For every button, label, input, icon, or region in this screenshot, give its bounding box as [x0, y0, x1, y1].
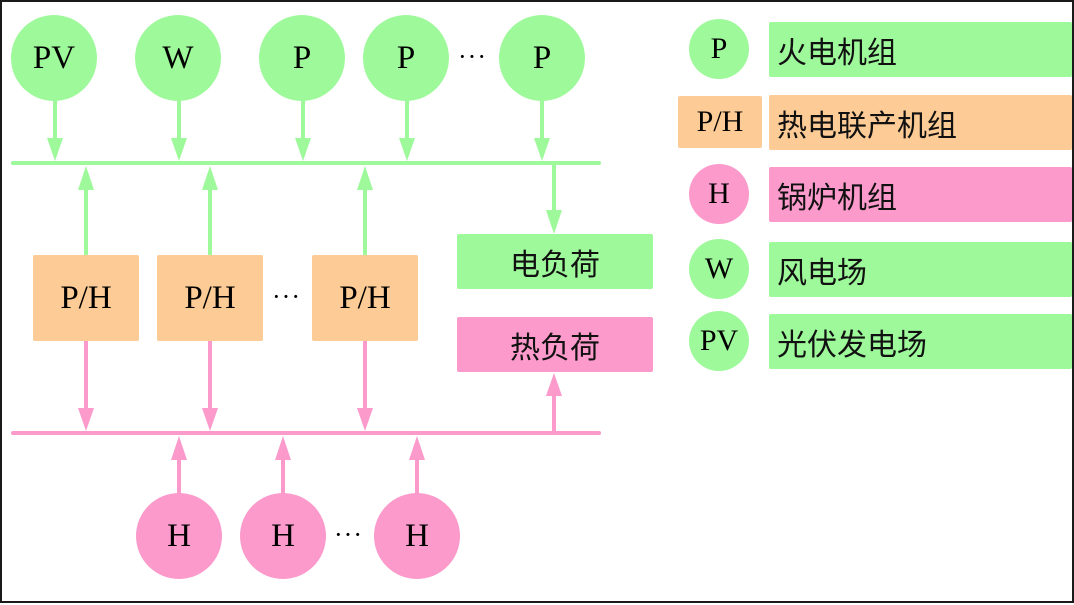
node-label: P — [532, 39, 552, 76]
pv-source-node: PV — [11, 15, 97, 101]
legend-symbol-text: H — [708, 177, 730, 210]
boiler-ellipsis: ··· — [334, 520, 363, 549]
boiler-node: H — [240, 493, 326, 579]
node-label: H — [167, 517, 191, 554]
source-to-bus-arrow — [171, 100, 187, 161]
legend-wind-symbol: W — [689, 239, 749, 299]
node-label: P/H — [60, 279, 112, 316]
legend-pv-label: 光伏发电场 — [769, 314, 1072, 369]
legend-label-text: 光伏发电场 — [777, 327, 927, 363]
legend-wind-label: 风电场 — [769, 242, 1072, 297]
thermal-source-node: P — [363, 15, 449, 101]
legend-pv-symbol: PV — [689, 311, 749, 371]
bus-to-electric-load-arrow — [546, 163, 562, 234]
chp-to-electric-bus-arrow — [202, 166, 218, 255]
boiler-to-heat-bus-arrow — [275, 436, 291, 494]
chp-unit-node: P/H — [312, 255, 418, 341]
legend-symbol-text: P — [710, 32, 728, 65]
source-to-bus-arrow — [47, 100, 63, 161]
legend-label-text: 火电机组 — [777, 35, 897, 71]
legend-chp-label: 热电联产机组 — [769, 95, 1072, 150]
chp-unit-node: P/H — [33, 255, 139, 341]
bus-to-heat-load-arrow — [546, 373, 562, 433]
legend-boiler-label: 锅炉机组 — [769, 167, 1072, 222]
node-label: P/H — [184, 279, 236, 316]
chp-to-electric-bus-arrow — [357, 166, 373, 255]
source-to-bus-arrow — [399, 100, 415, 161]
legend-thermal-label: 火电机组 — [769, 22, 1072, 77]
chp-ellipsis: ··· — [272, 282, 301, 311]
source-to-bus-arrow — [534, 100, 550, 161]
chp-to-electric-bus-arrow — [78, 166, 94, 255]
node-label: H — [271, 517, 295, 554]
thermal-source-node: P — [499, 15, 585, 101]
legend-symbol-text: W — [704, 252, 734, 285]
legend-symbol-text: P/H — [696, 105, 744, 138]
chp-to-heat-bus-arrow — [202, 341, 218, 431]
node-label: W — [162, 39, 194, 76]
boiler-to-heat-bus-arrow — [171, 436, 187, 494]
electric-load-box: 电负荷 — [457, 234, 653, 289]
legend-chp-symbol: P/H — [678, 96, 762, 148]
node-label: H — [405, 517, 429, 554]
boiler-node: H — [136, 493, 222, 579]
heat-load-box: 热负荷 — [457, 317, 653, 372]
legend-label-text: 热电联产机组 — [777, 108, 957, 144]
legend-thermal-symbol: P — [689, 19, 749, 79]
boiler-to-heat-bus-arrow — [409, 436, 425, 494]
legend-label-text: 风电场 — [777, 255, 867, 291]
boiler-node: H — [374, 493, 460, 579]
heat-load-label: 热负荷 — [510, 330, 600, 366]
legend-label-text: 锅炉机组 — [777, 180, 897, 216]
legend-boiler-symbol: H — [689, 164, 749, 224]
electric-load-label: 电负荷 — [510, 247, 600, 283]
node-label: P — [292, 39, 312, 76]
chp-to-heat-bus-arrow — [78, 341, 94, 431]
legend-symbol-text: PV — [699, 324, 739, 357]
node-label: PV — [32, 39, 76, 76]
top-ellipsis: ··· — [458, 42, 487, 71]
wind-source-node: W — [135, 15, 221, 101]
node-label: P/H — [339, 279, 391, 316]
source-to-bus-arrow — [295, 100, 311, 161]
node-label: P — [396, 39, 416, 76]
chp-to-heat-bus-arrow — [357, 341, 373, 431]
thermal-source-node: P — [259, 15, 345, 101]
chp-unit-node: P/H — [157, 255, 263, 341]
